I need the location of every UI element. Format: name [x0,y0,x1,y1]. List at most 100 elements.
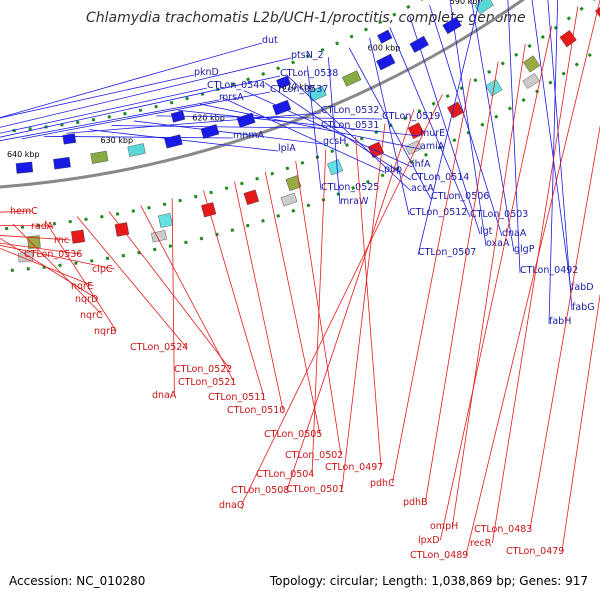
reverse-gene-label: nqrB [94,326,116,337]
forward-label-leader [389,27,471,218]
forward-gene-label: CTLon_0531 [321,120,379,131]
forward-label-leader [178,109,421,137]
reverse-gene-label: pdhB [403,497,428,508]
reverse-gene-block [447,101,464,119]
forward-gene-label: dut [262,35,278,46]
scale-tick-label: 630 kbp [100,136,133,145]
forward-gene-block [15,161,34,174]
scale-tick-label: 620 kbp [192,113,225,122]
forward-gene-label: amiA [420,141,445,152]
reverse-gene-label: dnaA [152,390,177,401]
forward-gene-label: CTLon_0538 [280,68,338,79]
genome-backbone [0,0,525,189]
reverse-gene-label: dnaQ [219,500,244,511]
forward-label-leader [507,0,521,274]
forward-gene-label: ptsN_2 [291,50,324,61]
genome-summary-text: Topology: circular; Length: 1,038,869 bp… [269,574,588,588]
forward-gene-block [377,29,393,44]
forward-label-leader [89,129,279,152]
reverse-gene-label: CTLon_0510 [227,405,285,416]
forward-gene-label: pknD [194,67,219,78]
forward-gene-label: CTLon_0512 [409,207,467,218]
reverse-gene-block [326,159,344,176]
forward-label-leader [133,120,324,145]
reverse-gene-label: CTLon_0502 [285,450,343,461]
reverse-gene-label: CTLon_0483 [474,524,532,535]
gene-labels: pknDdutptsN_2CTLon_0544CTLon_0538mrsACTL… [0,0,600,561]
forward-label-leader [264,82,412,181]
reverse-label-leader [295,161,342,456]
reverse-gene-label: CTLon_0489 [410,550,468,561]
reverse-label-leader [171,198,175,396]
forward-gene-block [53,156,71,170]
reverse-gene-label: rnc [54,235,69,246]
forward-label-leader [21,91,271,140]
reverse-gene-label: pdhC [370,478,395,489]
reverse-gene-label: CTLon_0497 [325,462,383,473]
reverse-gene-block [201,202,217,218]
forward-gene-label: lgt [480,226,493,237]
reverse-label-leader [0,235,71,241]
forward-label-leader [327,57,341,205]
scale-tick-label: 610 kbp [282,83,315,92]
forward-gene-label: CTLon_0525 [321,182,379,193]
forward-gene-block [236,112,256,128]
forward-label-leader [0,57,292,128]
forward-gene-block [442,16,462,35]
forward-gene-label: CTLon_0514 [411,172,469,183]
forward-gene-label: mraW [340,196,369,207]
reverse-label-leader [0,237,98,300]
forward-gene-label: lplA [278,143,296,154]
reverse-gene-label: CTLon_0522 [174,364,232,375]
forward-gene-label: dnaA [502,228,527,239]
forward-label-leader [548,0,559,325]
reverse-gene-block [158,213,173,228]
forward-label-leader [111,125,322,129]
reverse-gene-block [280,192,298,207]
forward-label-leader [547,0,573,311]
reverse-label-leader [108,211,231,370]
reverse-label-leader [0,247,94,287]
forward-gene-label: ihfA [412,159,431,170]
forward-label-leader [0,99,220,142]
reverse-label-leader [311,149,327,475]
forward-gene-block [90,150,109,164]
reverse-gene-block [17,251,34,263]
forward-label-leader [429,4,503,237]
reverse-label-leader [0,242,81,255]
reverse-label-leader [440,25,553,541]
reverse-gene-block [71,229,86,244]
forward-label-leader [66,112,322,134]
forward-gene-label: accA [411,183,434,194]
forward-label-leader [0,87,208,134]
reverse-label-leader [452,44,526,527]
reverse-label-leader [425,61,499,503]
reverse-gene-label: radA [31,221,54,232]
reverse-label-leader [12,223,103,316]
forward-label-leader [44,135,234,139]
forward-gene-block [164,134,183,149]
forward-gene-block [376,53,396,71]
reverse-gene-label: clpC [92,264,113,275]
forward-label-leader [409,16,481,235]
forward-gene-label: glgP [514,244,535,255]
reverse-gene-label: CTLon_0521 [178,377,236,388]
reverse-label-leader [492,6,579,544]
reverse-gene-label: CTLon_0505 [264,429,322,440]
reverse-label-leader [140,205,235,383]
forward-gene-label: CTLon_0532 [321,105,379,116]
scale-tick-label: 640 kbp [7,150,40,159]
forward-gene-block [276,75,292,89]
forward-label-leader [0,42,263,119]
reverse-gene-label: ompH [430,521,458,532]
reverse-gene-block [243,189,260,206]
reverse-gene-label: CTLon_0511 [208,392,266,403]
reverse-gene-label: CTLon_0504 [256,469,314,480]
backbone-group [0,0,600,273]
reverse-label-leader [286,109,415,491]
forward-gene-block [127,143,146,157]
reverse-label-leader [0,244,115,270]
forward-gene-label: CTLon_0506 [431,191,489,202]
